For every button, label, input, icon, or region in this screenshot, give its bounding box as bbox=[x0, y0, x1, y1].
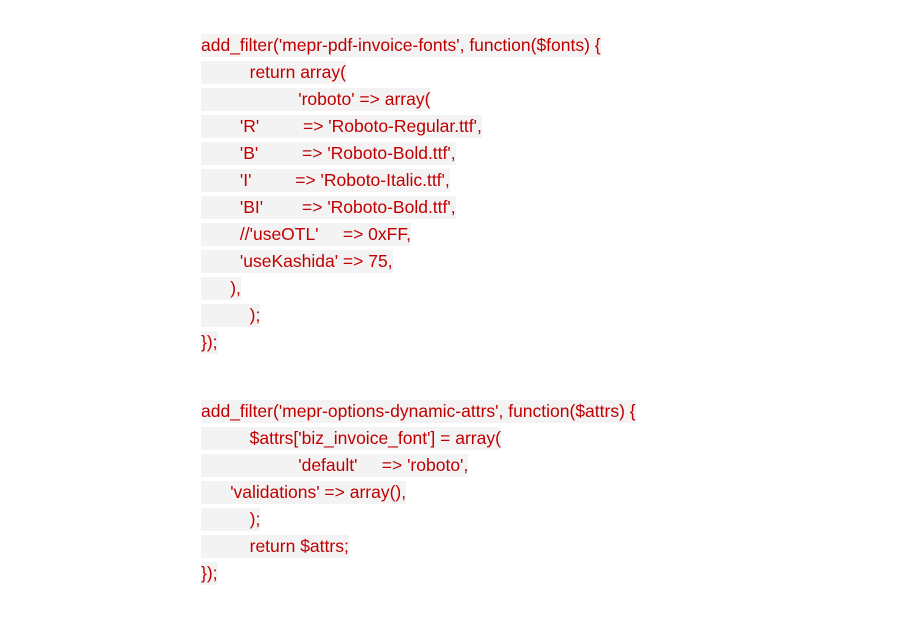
code-text: //'useOTL' => 0xFF, bbox=[239, 223, 411, 246]
code-indent bbox=[201, 454, 299, 477]
code-line: 'BI' => 'Roboto-Bold.ttf', bbox=[201, 194, 821, 221]
code-line: }); bbox=[201, 560, 821, 587]
code-block-options-dynamic-attrs: add_filter('mepr-options-dynamic-attrs',… bbox=[201, 398, 821, 587]
code-text: 'useKashida' => 75, bbox=[239, 250, 393, 273]
code-text: }); bbox=[201, 562, 218, 585]
code-indent bbox=[201, 115, 240, 138]
code-text: add_filter('mepr-options-dynamic-attrs',… bbox=[201, 400, 636, 423]
code-indent bbox=[201, 250, 240, 273]
code-indent bbox=[201, 61, 250, 84]
code-line: 'useKashida' => 75, bbox=[201, 248, 821, 275]
code-indent bbox=[201, 535, 250, 558]
code-line: 'R' => 'Roboto-Regular.ttf', bbox=[201, 113, 821, 140]
code-text: 'B' => 'Roboto-Bold.ttf', bbox=[239, 142, 456, 165]
code-indent bbox=[201, 508, 250, 531]
code-line: 'validations' => array(), bbox=[201, 479, 821, 506]
code-indent bbox=[201, 169, 240, 192]
code-indent bbox=[201, 481, 231, 504]
code-indent bbox=[201, 223, 240, 246]
code-line: add_filter('mepr-options-dynamic-attrs',… bbox=[201, 398, 821, 425]
code-text: }); bbox=[201, 331, 218, 354]
code-text: ); bbox=[249, 508, 261, 531]
code-line: 'roboto' => array( bbox=[201, 86, 821, 113]
code-text: return $attrs; bbox=[249, 535, 349, 558]
code-indent bbox=[201, 427, 250, 450]
code-indent bbox=[201, 196, 240, 219]
code-indent bbox=[201, 277, 231, 300]
code-text: return array( bbox=[249, 61, 346, 84]
code-line: return array( bbox=[201, 59, 821, 86]
code-line: 'default' => 'roboto', bbox=[201, 452, 821, 479]
code-line: ); bbox=[201, 302, 821, 329]
code-text: 'default' => 'roboto', bbox=[298, 454, 469, 477]
code-text: 'roboto' => array( bbox=[298, 88, 431, 111]
code-line: return $attrs; bbox=[201, 533, 821, 560]
code-text: $attrs['biz_invoice_font'] = array( bbox=[249, 427, 501, 450]
code-block-pdf-invoice-fonts: add_filter('mepr-pdf-invoice-fonts', fun… bbox=[201, 32, 821, 356]
code-text: 'validations' => array(), bbox=[230, 481, 407, 504]
code-indent bbox=[201, 88, 299, 111]
code-line: ); bbox=[201, 506, 821, 533]
code-indent bbox=[201, 304, 250, 327]
code-line: 'B' => 'Roboto-Bold.ttf', bbox=[201, 140, 821, 167]
code-text: 'R' => 'Roboto-Regular.ttf', bbox=[239, 115, 482, 138]
code-line: //'useOTL' => 0xFF, bbox=[201, 221, 821, 248]
code-indent bbox=[201, 142, 240, 165]
code-text: ), bbox=[230, 277, 241, 300]
code-line: add_filter('mepr-pdf-invoice-fonts', fun… bbox=[201, 32, 821, 59]
code-line: }); bbox=[201, 329, 821, 356]
code-text: 'BI' => 'Roboto-Bold.ttf', bbox=[239, 196, 456, 219]
code-text: 'I' => 'Roboto-Italic.ttf', bbox=[239, 169, 450, 192]
code-line: $attrs['biz_invoice_font'] = array( bbox=[201, 425, 821, 452]
code-line: 'I' => 'Roboto-Italic.ttf', bbox=[201, 167, 821, 194]
code-text: ); bbox=[249, 304, 261, 327]
code-text: add_filter('mepr-pdf-invoice-fonts', fun… bbox=[201, 34, 601, 57]
code-line: ), bbox=[201, 275, 821, 302]
